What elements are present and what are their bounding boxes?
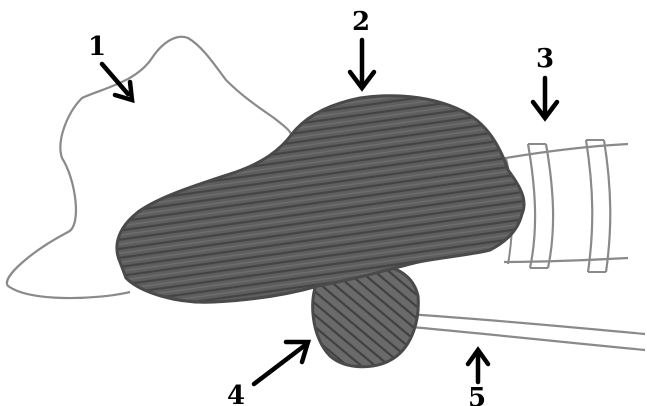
arrow-2 [350,40,374,88]
main-body [117,96,524,303]
arrow-1 [102,64,132,100]
callout-label-4: 4 [227,381,245,406]
callout-label-1: 1 [88,32,106,62]
arrow-4 [254,342,308,384]
thin-strand [400,314,645,350]
callout-label-2: 2 [352,7,370,37]
callout-label-3: 3 [536,44,554,74]
callout-label-5: 5 [468,383,486,406]
arrow-5 [468,350,488,382]
arrow-3 [533,78,557,118]
